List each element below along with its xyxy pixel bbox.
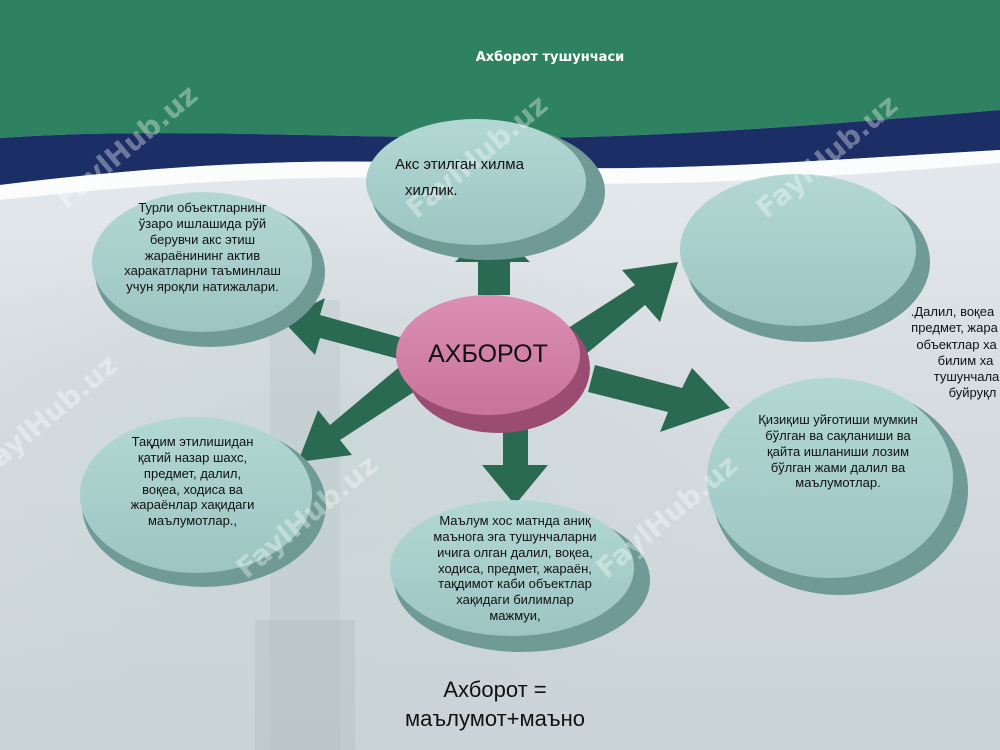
center-node-label: АХБОРОТ xyxy=(428,340,548,368)
node-top-text: Акс этилган хилма хиллик. xyxy=(395,156,524,200)
node-bottom-text: Маълум хос матнда аниқ маънога эга тушун… xyxy=(433,513,597,624)
node-bottom-left-shape xyxy=(80,417,326,587)
node-top-left-text: Турли объектларнинг ўзаро ишлашида рўй б… xyxy=(124,200,281,295)
slide-title: Ахборот тушунчаси xyxy=(475,50,625,65)
node-top-shape xyxy=(366,119,605,260)
arrow-to-right-lower xyxy=(588,365,730,432)
arrow-to-bottom xyxy=(482,415,548,505)
side-note-truncated: .Далил, воқеа предмет, жара объектлар ха… xyxy=(910,304,1000,401)
arrow-to-top-right xyxy=(565,262,678,355)
node-top-left-shape xyxy=(92,192,325,347)
formula-text: Ахборот = маълумот+маъно xyxy=(405,677,585,731)
header-green-band xyxy=(0,0,1000,139)
node-bottom-left-text: Тақдим этилишидан қатий назар шахс, пред… xyxy=(130,434,255,529)
node-right-lower-shape xyxy=(707,378,968,595)
center-node-shape xyxy=(396,295,590,433)
node-bottom-shape xyxy=(390,500,650,652)
arrow-to-top-left xyxy=(282,298,410,362)
arrows xyxy=(282,225,730,505)
arrow-to-bottom-left xyxy=(298,368,420,462)
node-top-right-shape xyxy=(680,174,930,342)
arrow-to-top xyxy=(455,225,530,295)
node-right-lower-text: Қизиқиш уйғотиши мумкин бўлган ва сақлан… xyxy=(758,412,918,491)
